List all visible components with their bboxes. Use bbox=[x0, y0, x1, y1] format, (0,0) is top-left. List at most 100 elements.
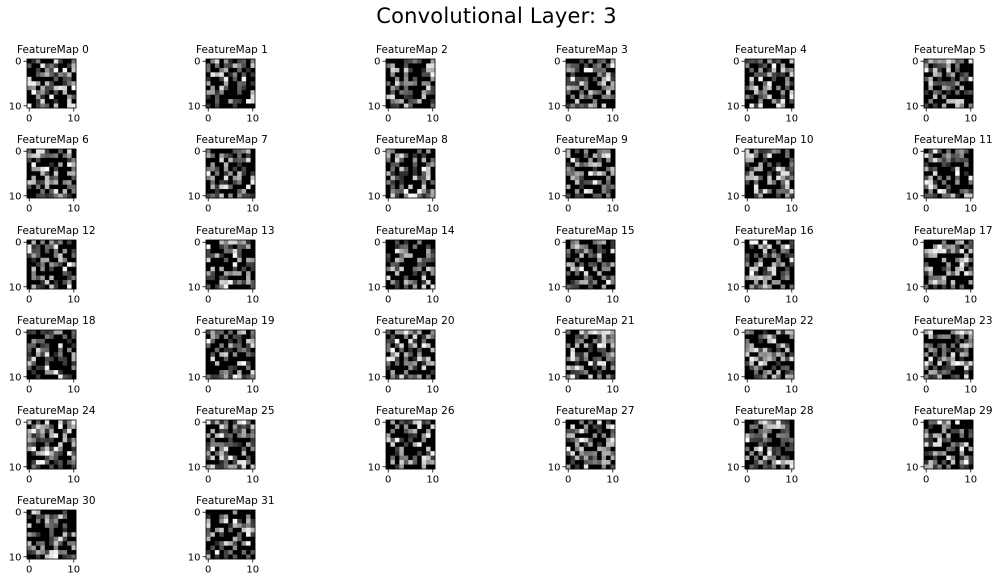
pixel-cell bbox=[606, 442, 611, 448]
pixel-cell bbox=[592, 90, 598, 95]
pixel-cell bbox=[71, 72, 77, 78]
pixel-cell bbox=[597, 374, 602, 380]
pixel-cell bbox=[749, 433, 755, 439]
pixel-cell bbox=[386, 85, 391, 91]
pixel-cell bbox=[758, 361, 764, 366]
pixel-cell bbox=[40, 334, 46, 340]
pixel-cell bbox=[968, 99, 974, 104]
pixel-cell bbox=[946, 356, 952, 362]
pixel-cell bbox=[780, 442, 786, 448]
pixel-cell bbox=[31, 271, 37, 276]
pixel-cell bbox=[946, 347, 952, 353]
pixel-cell bbox=[932, 76, 938, 82]
pixel-cell bbox=[386, 103, 391, 109]
pixel-cell bbox=[223, 81, 229, 87]
pixel-cell bbox=[570, 81, 576, 87]
pixel-cell bbox=[241, 554, 247, 560]
pixel-cell bbox=[968, 63, 974, 69]
pixel-cell bbox=[206, 446, 211, 452]
pixel-cell bbox=[394, 244, 400, 250]
pixel-cell bbox=[430, 171, 436, 177]
pixel-cell bbox=[67, 370, 72, 375]
pixel-cell bbox=[219, 536, 225, 542]
pixel-cell bbox=[950, 184, 956, 190]
panel-title: FeatureMap 8 bbox=[376, 134, 448, 146]
pixel-cell bbox=[27, 446, 32, 452]
pixel-cell bbox=[574, 442, 580, 448]
pixel-cell bbox=[749, 157, 755, 163]
y-tick-label: 10 bbox=[188, 372, 201, 383]
pixel-cell bbox=[597, 370, 602, 375]
pixel-cell bbox=[566, 284, 571, 290]
pixel-cell bbox=[390, 370, 396, 375]
pixel-cell bbox=[928, 67, 934, 73]
pixel-cell bbox=[928, 180, 934, 185]
pixel-cell bbox=[31, 257, 37, 263]
pixel-cell bbox=[610, 460, 616, 465]
pixel-cell bbox=[228, 262, 234, 268]
pixel-cell bbox=[67, 257, 72, 263]
pixel-cell bbox=[430, 153, 436, 159]
pixel-cell bbox=[44, 171, 50, 177]
pixel-cell bbox=[417, 330, 422, 335]
pixel-cell bbox=[601, 280, 607, 285]
pixel-cell bbox=[959, 446, 965, 452]
pixel-cell bbox=[58, 72, 63, 78]
pixel-cell bbox=[771, 63, 777, 69]
pixel-cell bbox=[241, 424, 247, 430]
pixel-cell bbox=[592, 81, 598, 87]
pixel-cell bbox=[932, 257, 938, 263]
pixel-cell bbox=[928, 189, 934, 194]
pixel-cell bbox=[758, 171, 764, 177]
pixel-cell bbox=[228, 514, 234, 520]
pixel-cell bbox=[67, 437, 72, 443]
pixel-cell bbox=[210, 157, 216, 163]
pixel-cell bbox=[570, 464, 576, 470]
pixel-cell bbox=[223, 72, 229, 78]
pixel-cell bbox=[412, 257, 418, 263]
pixel-cell bbox=[426, 262, 431, 268]
pixel-cell bbox=[946, 271, 952, 276]
pixel-cell bbox=[58, 442, 63, 448]
pixel-cell bbox=[228, 275, 234, 281]
pixel-cell bbox=[579, 85, 585, 91]
pixel-cell bbox=[771, 180, 777, 185]
pixel-cell bbox=[597, 248, 602, 254]
pixel-cell bbox=[570, 67, 576, 73]
pixel-cell bbox=[597, 171, 602, 177]
pixel-cell bbox=[937, 361, 943, 366]
pixel-cell bbox=[950, 81, 956, 87]
pixel-cell bbox=[753, 330, 759, 335]
pixel-cell bbox=[785, 433, 790, 439]
pixel-cell bbox=[27, 420, 32, 425]
pixel-cell bbox=[219, 428, 225, 434]
pixel-cell bbox=[946, 76, 952, 82]
pixel-cell bbox=[574, 240, 580, 245]
pixel-cell bbox=[968, 153, 974, 159]
pixel-cell bbox=[601, 157, 607, 163]
pixel-cell bbox=[232, 527, 238, 533]
pixel-cell bbox=[745, 103, 750, 109]
pixel-cell bbox=[570, 365, 576, 371]
pixel-cell bbox=[250, 76, 256, 82]
pixel-cell bbox=[53, 433, 59, 439]
pixel-cell bbox=[237, 442, 242, 448]
pixel-cell bbox=[588, 193, 594, 199]
pixel-cell bbox=[785, 76, 790, 82]
pixel-cell bbox=[789, 248, 795, 254]
pixel-cell bbox=[390, 280, 396, 285]
pixel-cell bbox=[219, 347, 225, 353]
pixel-cell bbox=[237, 153, 242, 159]
x-tick-label: 10 bbox=[606, 385, 619, 396]
pixel-cell bbox=[250, 275, 256, 281]
pixel-cell bbox=[403, 460, 409, 465]
pixel-cell bbox=[767, 85, 773, 91]
pixel-cell bbox=[228, 527, 234, 533]
pixel-cell bbox=[49, 271, 55, 276]
pixel-cell bbox=[579, 424, 585, 430]
pixel-cell bbox=[610, 184, 616, 190]
pixel-cell bbox=[417, 171, 422, 177]
pixel-cell bbox=[583, 361, 589, 366]
pixel-cell bbox=[31, 157, 37, 163]
